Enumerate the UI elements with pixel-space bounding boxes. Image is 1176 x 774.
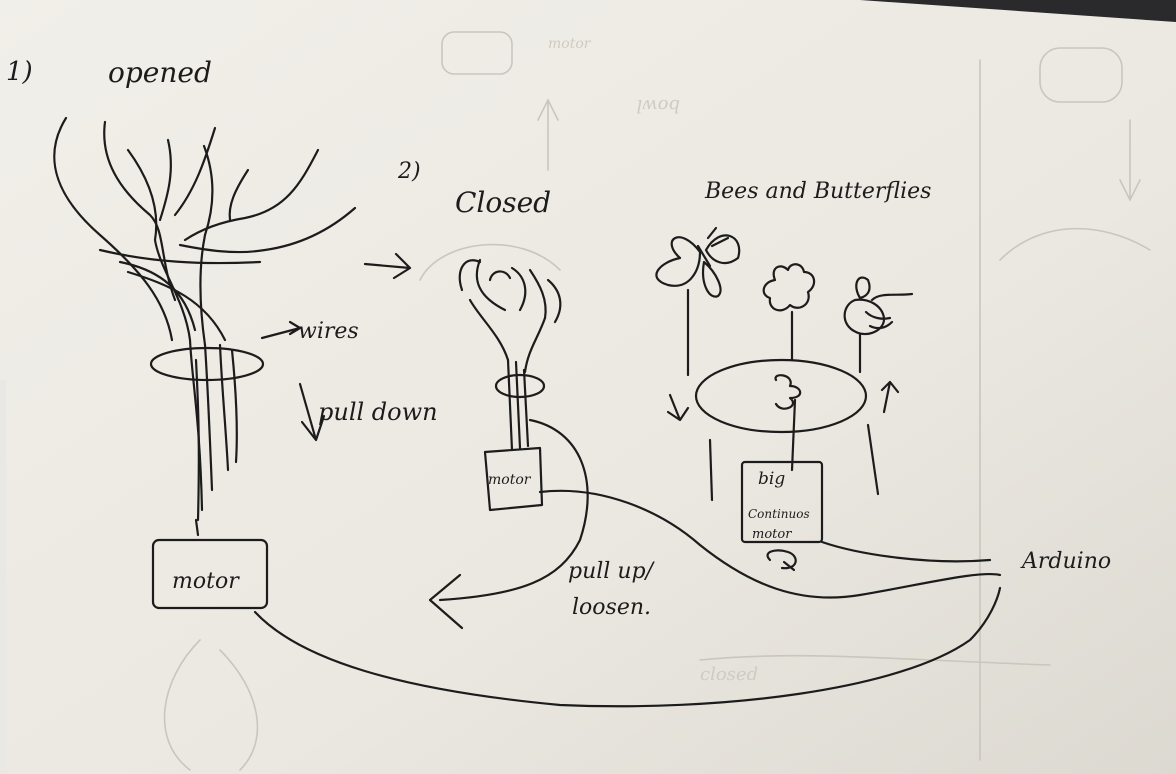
wire-stage3-to-arduino	[820, 540, 992, 563]
svg-text:motor: motor	[548, 36, 592, 52]
rotate-arrow-left-icon	[666, 393, 690, 422]
pull-up-label-line1: pull up/	[568, 559, 656, 584]
wire-stage2-to-arduino	[538, 489, 1002, 599]
stage1-motor-box	[151, 538, 269, 610]
svg-text:bowl: bowl	[636, 95, 680, 116]
pull-down-label: pull down	[318, 398, 438, 426]
stage2-motor-label: motor	[488, 472, 532, 488]
bleed-through: motor bowl closed	[163, 31, 1151, 771]
stage1-title: opened	[108, 56, 212, 89]
pull-up-curve	[438, 418, 589, 602]
left-margin-strip	[0, 380, 6, 774]
closed-ring	[494, 373, 546, 399]
transition-arrow	[363, 252, 412, 280]
pull-up-arrowhead	[428, 573, 464, 630]
pull-up-label-line2: loosen.	[572, 595, 651, 620]
page-shadow-corner	[860, 0, 1176, 22]
platform-leg-left	[708, 438, 714, 502]
pull-down-arrow	[298, 382, 326, 442]
platform-leg-right	[866, 423, 880, 496]
stage3-motor-line3: motor	[752, 527, 792, 542]
stage3-title: Bees and Butterflies	[704, 179, 931, 204]
platform-shaft	[790, 398, 797, 472]
stage2-number: 2)	[397, 159, 421, 184]
stage2-title: Closed	[455, 186, 551, 219]
butterfly-drawing	[655, 226, 741, 298]
bee-drawing	[762, 263, 816, 312]
stage1-motor-label: motor	[172, 569, 240, 594]
stage3-motor-box	[740, 460, 824, 544]
butterfly-small-drawing	[843, 276, 914, 336]
wires-pointer-arrow	[260, 320, 302, 340]
rotating-platform	[694, 358, 868, 434]
wires-label: wires	[298, 319, 359, 344]
rotation-loop-icon	[766, 549, 797, 572]
stage3-motor-line1: big	[758, 469, 785, 489]
wire-stage1-to-arduino	[253, 586, 1002, 708]
stage3-motor-line2: Continuos	[748, 507, 810, 521]
opened-ring	[149, 346, 265, 382]
rotate-arrow-right-icon	[880, 380, 900, 414]
svg-text:closed: closed	[700, 664, 758, 685]
stage2-motor-box	[483, 446, 544, 512]
closed-wire-bundle	[458, 258, 562, 452]
arduino-label: Arduino	[1020, 549, 1111, 574]
opened-wire-tree	[53, 116, 357, 537]
platform-knot-icon	[774, 374, 802, 410]
stage1-number: 1)	[6, 57, 33, 87]
